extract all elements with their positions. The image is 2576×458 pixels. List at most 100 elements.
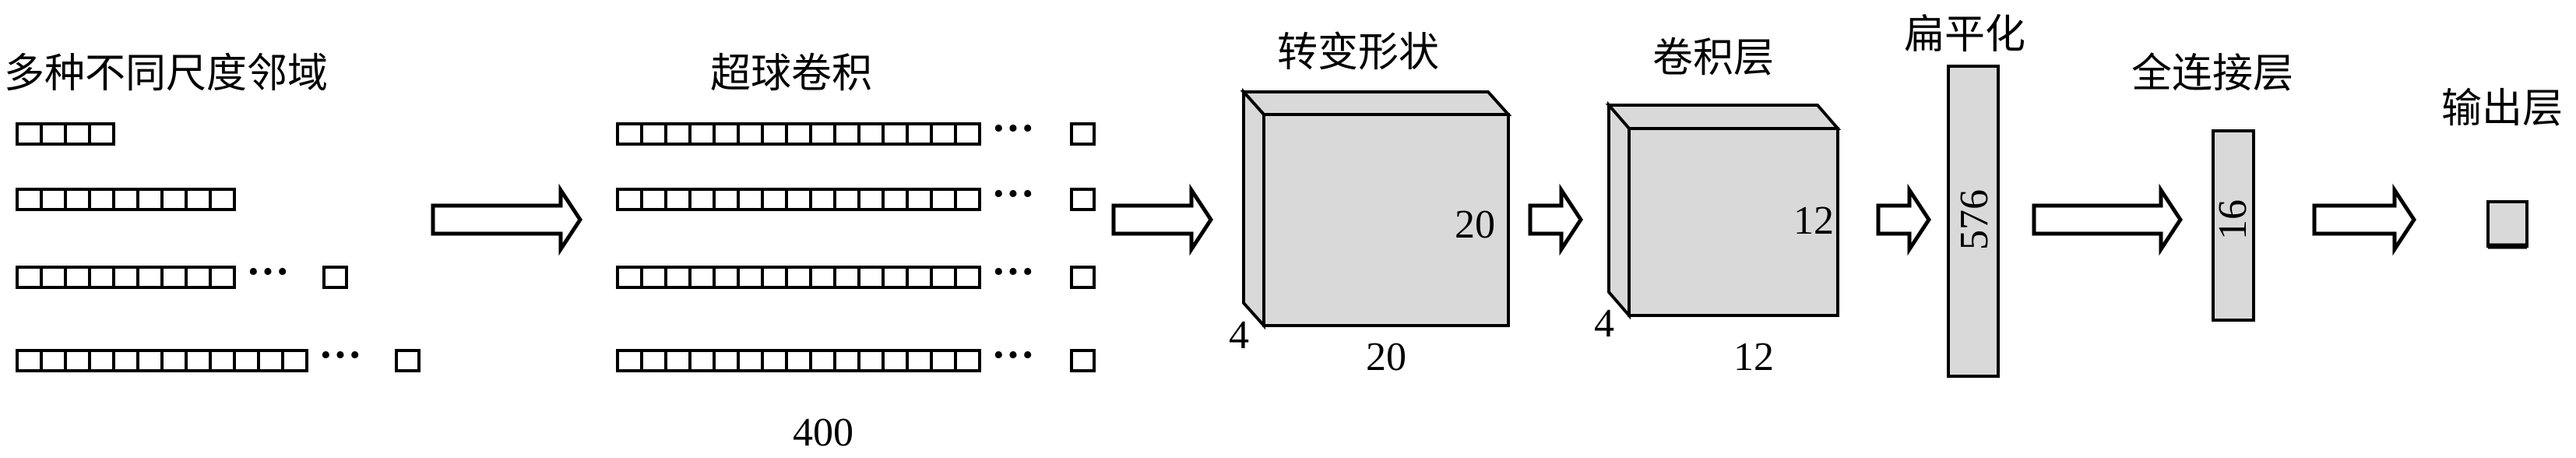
neighborhood-cell	[16, 266, 43, 289]
hypersphere-cell	[954, 266, 981, 289]
hypersphere-ellipsis: ···	[991, 248, 1035, 296]
neighborhood-cell	[257, 349, 284, 372]
neighborhood-cell	[160, 349, 188, 372]
conv-block-top	[1605, 104, 1842, 130]
reshape-block-top	[1240, 90, 1512, 116]
neighborhood-cell	[160, 266, 188, 289]
hypersphere-cell	[688, 349, 716, 372]
fc-size-label: 16	[2211, 199, 2255, 240]
flatten-bar	[1947, 65, 2000, 378]
hypersphere-cell	[761, 188, 788, 211]
hypersphere-cell	[809, 188, 836, 211]
hypersphere-last-cell	[1070, 122, 1096, 146]
flatten-size-label: 576	[1952, 189, 1997, 250]
hypersphere-cell	[882, 122, 909, 146]
hypersphere-cell	[785, 266, 812, 289]
hypersphere-cell	[713, 188, 740, 211]
neighborhood-ellipsis: ···	[318, 331, 362, 379]
reshape-block-side	[1242, 87, 1265, 330]
hypersphere-cell	[664, 122, 692, 146]
hypersphere-cell	[664, 349, 692, 372]
neighborhood-cell	[88, 266, 115, 289]
hypersphere-cell	[640, 349, 667, 372]
hypersphere-cell	[882, 349, 909, 372]
neighborhood-cell	[112, 266, 139, 289]
conv-height-label: 12	[1793, 199, 1834, 243]
hypersphere-cell	[833, 188, 860, 211]
hypersphere-cell	[737, 266, 764, 289]
hypersphere-cell	[664, 266, 692, 289]
neighborhood-cell	[40, 188, 67, 211]
neighborhood-cell	[209, 349, 236, 372]
hypersphere-cell	[688, 188, 716, 211]
neighborhood-row: ···	[16, 331, 421, 379]
hypersphere-cell	[737, 349, 764, 372]
title-fully-connected: 全连接层	[2131, 51, 2293, 97]
hypersphere-cell	[640, 266, 667, 289]
hypersphere-cell	[954, 122, 981, 146]
hypersphere-cell	[809, 122, 836, 146]
hypersphere-row: ···	[616, 331, 1096, 379]
neighborhood-cell	[185, 349, 212, 372]
hypersphere-cell	[906, 349, 933, 372]
neighborhood-last-cell	[322, 266, 348, 289]
neighborhood-ellipsis: ···	[246, 248, 290, 296]
hypersphere-ellipsis: ···	[991, 331, 1035, 379]
hypersphere-cell	[616, 188, 643, 211]
reshape-height-label: 20	[1455, 203, 1495, 247]
hypersphere-cell	[785, 188, 812, 211]
neighborhood-cell	[64, 349, 91, 372]
hypersphere-rows: ··· ··· ··· ···	[616, 104, 1096, 379]
neighborhood-cell	[88, 349, 115, 372]
neighborhood-rows: ··· ···	[16, 122, 421, 379]
reshape-block	[1240, 87, 1512, 330]
hypersphere-cell	[833, 349, 860, 372]
hypersphere-cell	[713, 122, 740, 146]
reshape-width-label: 20	[1366, 335, 1406, 379]
title-flatten: 扁平化	[1904, 12, 2025, 58]
hypersphere-cell	[640, 122, 667, 146]
arrow-5-icon	[2032, 183, 2183, 256]
hypersphere-cell	[761, 266, 788, 289]
hypersphere-cell	[616, 122, 643, 146]
hypersphere-cell	[664, 188, 692, 211]
neighborhood-cell	[40, 122, 67, 146]
title-conv-layer: 卷积层	[1652, 35, 1774, 82]
hypersphere-cell	[737, 122, 764, 146]
hypersphere-cell	[785, 122, 812, 146]
arrow-4-icon	[1876, 183, 1931, 256]
neighborhood-cell	[160, 188, 188, 211]
arrow-2-icon	[1111, 183, 1213, 256]
neighborhood-cell	[16, 349, 43, 372]
neighborhood-cell	[233, 349, 260, 372]
hypersphere-width-label: 400	[793, 410, 853, 455]
neighborhood-cell	[112, 349, 139, 372]
hypersphere-cell	[930, 266, 957, 289]
arrow-1-icon	[431, 183, 582, 256]
hypersphere-ellipsis: ···	[991, 104, 1035, 153]
hypersphere-row: ···	[616, 104, 1096, 153]
hypersphere-cell	[688, 266, 716, 289]
hypersphere-cell	[809, 266, 836, 289]
fc-bar	[2212, 129, 2255, 322]
hypersphere-cell	[954, 349, 981, 372]
neighborhood-cell	[16, 122, 43, 146]
neighborhood-cell	[40, 349, 67, 372]
hypersphere-cell	[688, 122, 716, 146]
neighborhood-cell	[209, 266, 236, 289]
neighborhood-last-cell	[395, 349, 421, 372]
title-hypersphere-convolution: 超球卷积	[710, 51, 872, 97]
neighborhood-cell	[136, 266, 164, 289]
hypersphere-cell	[882, 188, 909, 211]
hypersphere-cell	[906, 122, 933, 146]
hypersphere-cell	[713, 266, 740, 289]
neighborhood-cell	[185, 188, 212, 211]
hypersphere-cell	[906, 266, 933, 289]
hypersphere-cell	[857, 188, 885, 211]
hypersphere-cell	[930, 122, 957, 146]
hypersphere-cell	[906, 188, 933, 211]
neighborhood-cell	[136, 349, 164, 372]
neighborhood-cell	[64, 188, 91, 211]
hypersphere-ellipsis: ···	[991, 170, 1035, 218]
